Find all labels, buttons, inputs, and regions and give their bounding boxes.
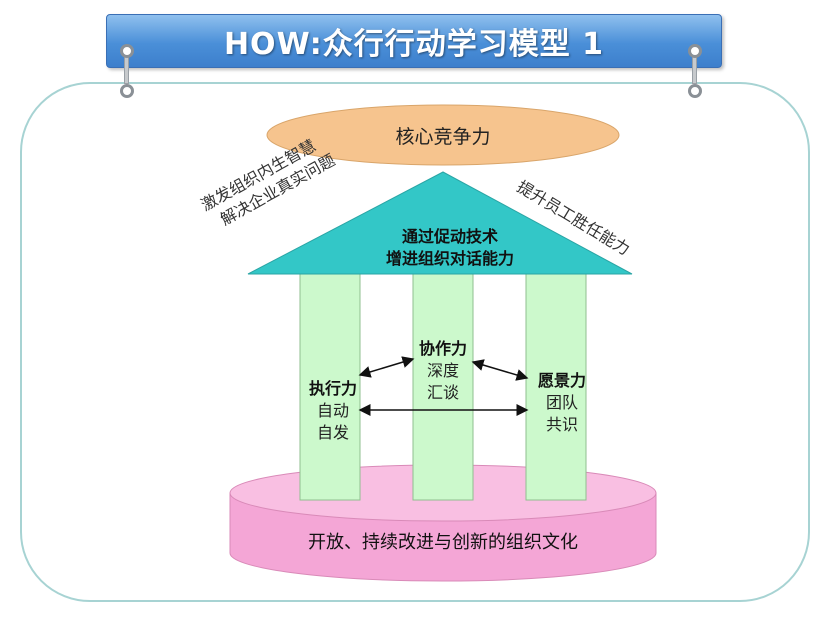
base-culture-label: 开放、持续改进与创新的组织文化 [308,532,578,553]
pillar-left-sub-1: 自动 [316,401,349,420]
arrow-execution-collaboration [358,356,415,378]
core-competence-label: 核心竞争力 [395,125,491,148]
pillar-right-sub-1: 团队 [545,393,578,412]
arrow-collaboration-vision [471,359,529,381]
pillar-left-label: 执行力 自动 自发 [296,378,370,444]
roof-label: 通过促动技术 增进组织对话能力 [330,226,570,270]
ring-icon [120,44,134,58]
page-title: HOW:众行行动学习模型 1 [223,27,605,62]
ring-icon [688,84,702,98]
pillar-left-sub-2: 自发 [316,423,349,442]
roof-line-2: 增进组织对话能力 [385,249,514,268]
pillar-middle-label: 协作力 深度 汇谈 [406,338,480,404]
core-oval [266,104,620,166]
pillar-right [525,271,587,501]
pillar-right-sub-2: 共识 [545,415,578,434]
pillar-middle-sub-2: 汇谈 [426,383,459,402]
pillar-middle-sub-1: 深度 [426,361,459,380]
diagram-frame [20,82,810,602]
pillar-right-title: 愿景力 [537,371,586,390]
title-banner: HOW:众行行动学习模型 1 [106,14,722,68]
roof-triangle [247,171,633,275]
roof-line-1: 通过促动技术 [401,227,498,246]
pillar-left-title: 执行力 [308,379,357,398]
ring-icon [688,44,702,58]
ring-icon [120,84,134,98]
pillar-right-label: 愿景力 团队 共识 [525,370,599,436]
pillar-middle-title: 协作力 [418,339,467,358]
